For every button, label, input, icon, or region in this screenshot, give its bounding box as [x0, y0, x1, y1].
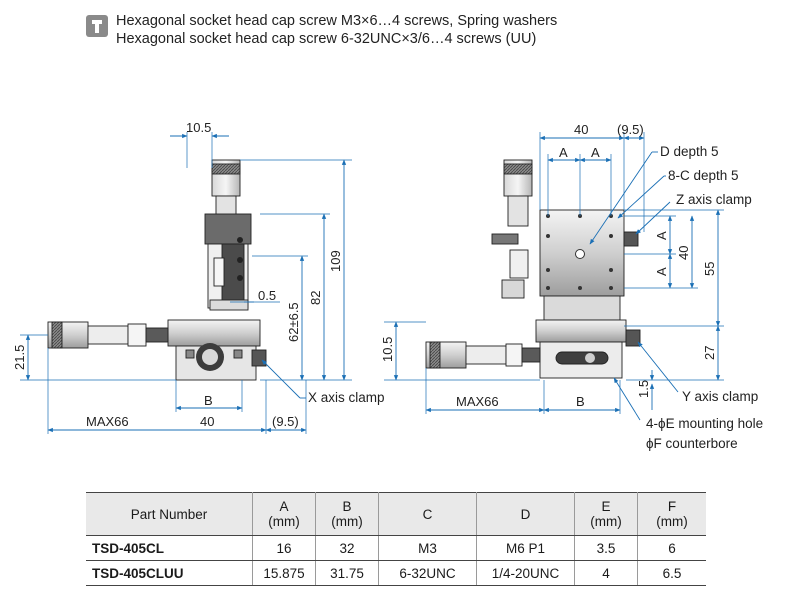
- dim-height-total: 109: [328, 250, 343, 272]
- dim-width-top: 40: [574, 122, 588, 137]
- header-d: D: [476, 492, 575, 536]
- table-row: TSD-405CL 16 32 M3 M6 P1 3.5 6: [86, 535, 706, 561]
- screw-note: Hexagonal socket head cap screw M3×6…4 s…: [86, 12, 557, 48]
- left-stage-view: 10.5 109 82 62±6.5 0.5 21.5 B MAX66 40 (…: [12, 120, 385, 434]
- dim-max-right: MAX66: [456, 394, 499, 409]
- dim-width: 40: [200, 414, 214, 429]
- part-number-cell: TSD-405CL: [86, 535, 253, 561]
- dim-height-82: 82: [308, 291, 323, 305]
- y-clamp-knob: [625, 329, 641, 347]
- x-clamp-knob: [251, 349, 267, 367]
- dim-paren-top: (9.5): [617, 122, 644, 137]
- y-axis-clamp-label: Y axis clamp: [682, 389, 758, 404]
- table-row: TSD-405CLUU 15.875 31.75 6-32UNC 1/4-20U…: [86, 560, 706, 586]
- xy-stage-body: [167, 319, 261, 347]
- table-cell: 3.5: [574, 535, 638, 561]
- part-number-cell: TSD-405CLUU: [86, 560, 253, 586]
- dim-width-paren: (9.5): [272, 414, 299, 429]
- dim-v27: 27: [702, 346, 717, 360]
- table-cell: 15.875: [252, 560, 316, 586]
- dim-left-105: 10.5: [380, 337, 395, 362]
- right-stage-view: 40 (9.5) A A A A 40 55 27 10.5 MAX66 B 1…: [380, 122, 763, 451]
- table-cell: 16: [252, 535, 316, 561]
- d-depth-label: D depth 5: [660, 144, 719, 159]
- table-cell: 6.5: [637, 560, 706, 586]
- dim-v40: 40: [676, 246, 691, 260]
- dim-height-62: 62±6.5: [286, 302, 301, 342]
- note-line-1: Hexagonal socket head cap screw M3×6…4 s…: [116, 13, 558, 29]
- header-c: C: [378, 492, 477, 536]
- z-clamp-knob: [623, 231, 639, 247]
- dim-v15: 1.5: [636, 380, 651, 398]
- screw-icon: [86, 15, 108, 37]
- table-cell: 1/4-20UNC: [476, 560, 575, 586]
- table-cell: 6: [637, 535, 706, 561]
- spec-table: Part Number A (mm) B (mm) C D E (mm) F: [86, 492, 706, 586]
- dim-max: MAX66: [86, 414, 129, 429]
- dim-a-right: A: [591, 145, 600, 160]
- dim-a-lower: A: [654, 267, 669, 276]
- x-axis-clamp-label: X axis clamp: [308, 390, 385, 405]
- mount-hole-label: 4-ϕE mounting hole: [646, 416, 763, 431]
- counterbore-label: ϕF counterbore: [646, 436, 738, 451]
- dim-top-offset: 10.5: [186, 120, 211, 135]
- table-cell: 32: [315, 535, 379, 561]
- note-line-2: Hexagonal socket head cap screw 6-32UNC×…: [116, 31, 537, 47]
- header-b: B (mm): [315, 492, 379, 536]
- dim-b-right: B: [576, 394, 585, 409]
- dim-v55: 55: [702, 262, 717, 276]
- dim-b: B: [204, 393, 213, 408]
- z-bracket: [204, 213, 252, 245]
- header-a: A (mm): [252, 492, 316, 536]
- technical-drawing: 10.5 109 82 62±6.5 0.5 21.5 B MAX66 40 (…: [12, 120, 763, 451]
- dim-gap: 0.5: [258, 288, 276, 303]
- dim-a-left: A: [559, 145, 568, 160]
- table-cell: 6-32UNC: [378, 560, 477, 586]
- table-cell: 4: [574, 560, 638, 586]
- header-e: E (mm): [574, 492, 638, 536]
- header-f: F (mm): [637, 492, 706, 536]
- dim-left-height: 21.5: [12, 345, 27, 370]
- c-depth-label: 8-C depth 5: [668, 168, 739, 183]
- table-cell: 31.75: [315, 560, 379, 586]
- table-cell: M6 P1: [476, 535, 575, 561]
- table-cell: M3: [378, 535, 477, 561]
- dim-a-upper: A: [654, 231, 669, 240]
- table-header-row: Part Number A (mm) B (mm) C D E (mm) F: [86, 492, 706, 536]
- z-axis-clamp-label: Z axis clamp: [676, 192, 752, 207]
- header-part-number: Part Number: [86, 492, 253, 536]
